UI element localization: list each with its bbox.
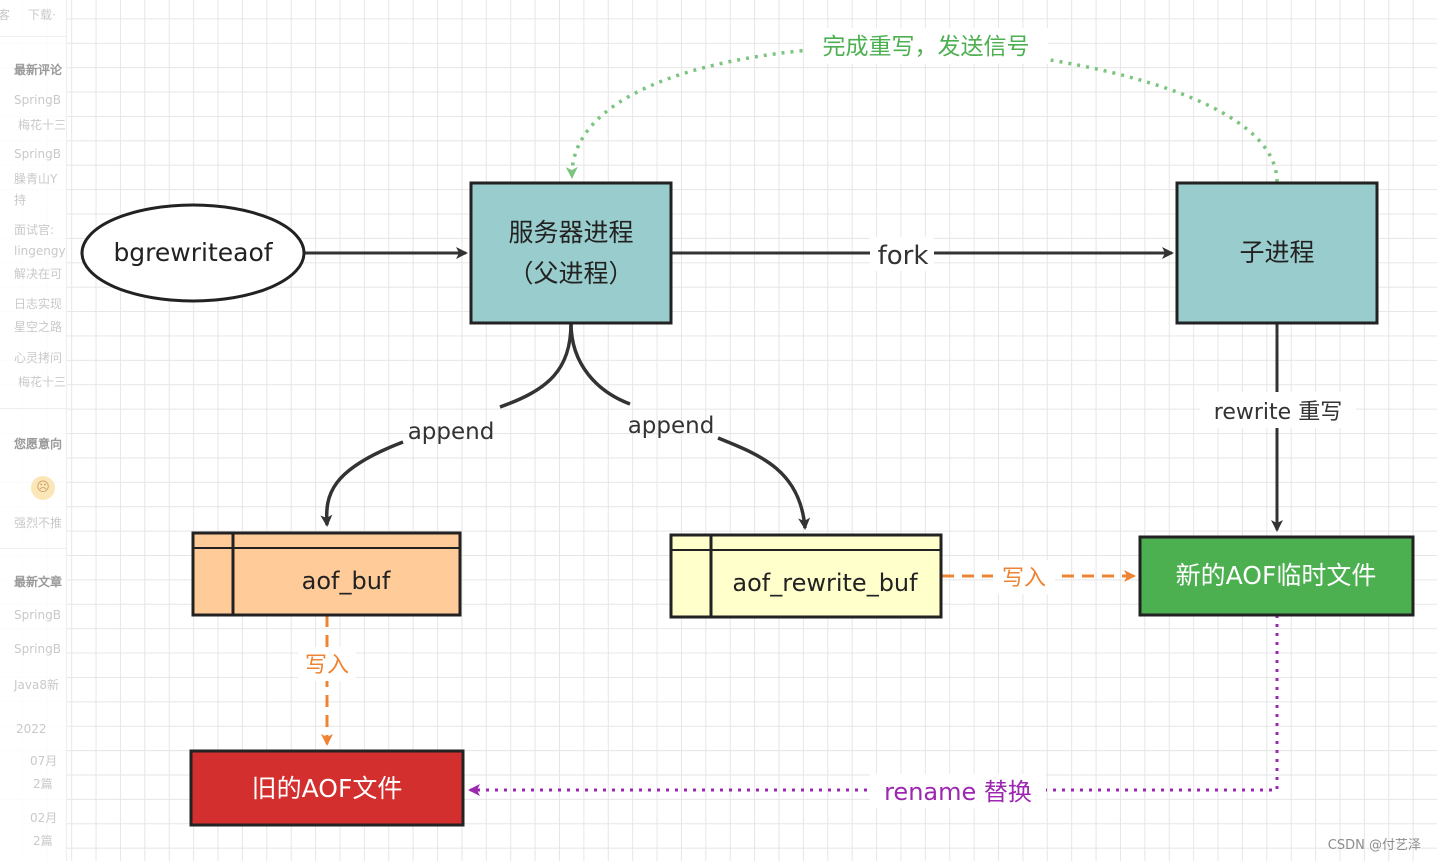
signal-label: 完成重写，发送信号 — [823, 34, 1030, 60]
old-aof-file-node: 旧的AOF文件 — [189, 749, 465, 827]
sidebar-comment[interactable]: 日志实现 — [14, 297, 63, 311]
edge-fork: fork — [671, 237, 1174, 271]
edge-rename: rename 替换 — [468, 615, 1279, 808]
edge-append-right: append — [569, 322, 811, 530]
sidebar-comment[interactable]: 心灵拷问 — [14, 351, 63, 365]
sidebar-archive-count: 2篇 — [33, 834, 53, 848]
sidebar-comment[interactable]: 面试官: — [14, 223, 55, 237]
sidebar-comment[interactable]: 梅花十三 — [18, 118, 67, 132]
sidebar-section-comments: 最新评论 — [14, 63, 63, 77]
sidebar-top-item[interactable]: 客 — [0, 6, 10, 23]
csdn-watermark: CSDN @付艺泽 — [1327, 838, 1421, 853]
child-process-node: 子进程 — [1175, 181, 1379, 325]
edge-append-left: append — [320, 322, 573, 527]
sidebar-section-wish: 您愿意向 — [14, 437, 63, 451]
edge-signal: 完成重写，发送信号 — [565, 28, 1279, 183]
parent-process-label: （父进程） — [508, 259, 633, 288]
aof-buf-label: aof_buf — [302, 567, 391, 595]
sidebar-comment[interactable]: 臊青山Y — [14, 172, 58, 186]
sidebar-comment[interactable]: 持 — [14, 193, 27, 207]
bgrewriteaof-label: bgrewriteaof — [113, 238, 273, 267]
aof-rewrite-buf-node: aof_rewrite_buf — [669, 533, 943, 619]
server-process-label: 服务器进程 — [508, 218, 633, 247]
child-process-label: 子进程 — [1239, 238, 1314, 267]
edge-write-rewrite-buf: 写入 — [942, 560, 1136, 594]
server-process-node: 服务器进程 （父进程） — [469, 181, 673, 325]
sidebar-article[interactable]: Java8新 — [14, 678, 59, 692]
new-aof-temp-file-node: 新的AOF临时文件 — [1138, 535, 1415, 617]
fork-label: fork — [878, 241, 929, 271]
sidebar-comment[interactable]: 星空之路 — [14, 320, 63, 334]
rewrite-label: rewrite 重写 — [1214, 400, 1342, 425]
sidebar-section-articles: 最新文章 — [14, 575, 63, 589]
sidebar-archive-count: 2篇 — [33, 777, 53, 791]
append-right-label: append — [628, 413, 715, 439]
aof-buf-node: aof_buf — [191, 531, 462, 617]
sidebar-comment[interactable]: lingengy — [14, 244, 66, 258]
sidebar-article[interactable]: SpringB — [14, 608, 61, 622]
sidebar-wish-option[interactable]: 强烈不推 — [14, 516, 63, 530]
sidebar-comment[interactable]: 解决在可 — [14, 267, 63, 281]
write-aof-buf-label: 写入 — [305, 653, 349, 678]
rename-label: rename 替换 — [884, 778, 1032, 806]
sidebar-download-link[interactable]: 下载· — [28, 8, 56, 22]
sidebar-archive-year: 2022 — [16, 722, 47, 736]
edge-rewrite: rewrite 重写 — [1200, 323, 1356, 532]
frown-emoji-icon[interactable]: ☹ — [31, 476, 55, 500]
write-rewrite-buf-label: 写入 — [1002, 566, 1046, 591]
new-aof-temp-file-label: 新的AOF临时文件 — [1176, 561, 1377, 590]
sidebar-archive-month[interactable]: 02月 — [30, 811, 58, 825]
sidebar-archive-month[interactable]: 07月 — [30, 754, 58, 768]
sidebar-comment[interactable]: 梅花十三 — [18, 375, 67, 389]
sidebar-article[interactable]: SpringB — [14, 642, 61, 656]
bgrewriteaof-node: bgrewriteaof — [80, 203, 306, 303]
append-left-label: append — [408, 419, 495, 445]
old-aof-file-label: 旧的AOF文件 — [252, 774, 403, 803]
blog-sidebar: 客 下载· 最新评论 SpringB 梅花十三 SpringB 臊青山Y 持 面… — [0, 0, 67, 861]
edge-write-aof-buf: 写入 — [298, 615, 356, 746]
sidebar-comment[interactable]: SpringB — [14, 147, 61, 161]
sidebar-comment[interactable]: SpringB — [14, 93, 61, 107]
aof-rewrite-buf-label: aof_rewrite_buf — [732, 569, 918, 597]
